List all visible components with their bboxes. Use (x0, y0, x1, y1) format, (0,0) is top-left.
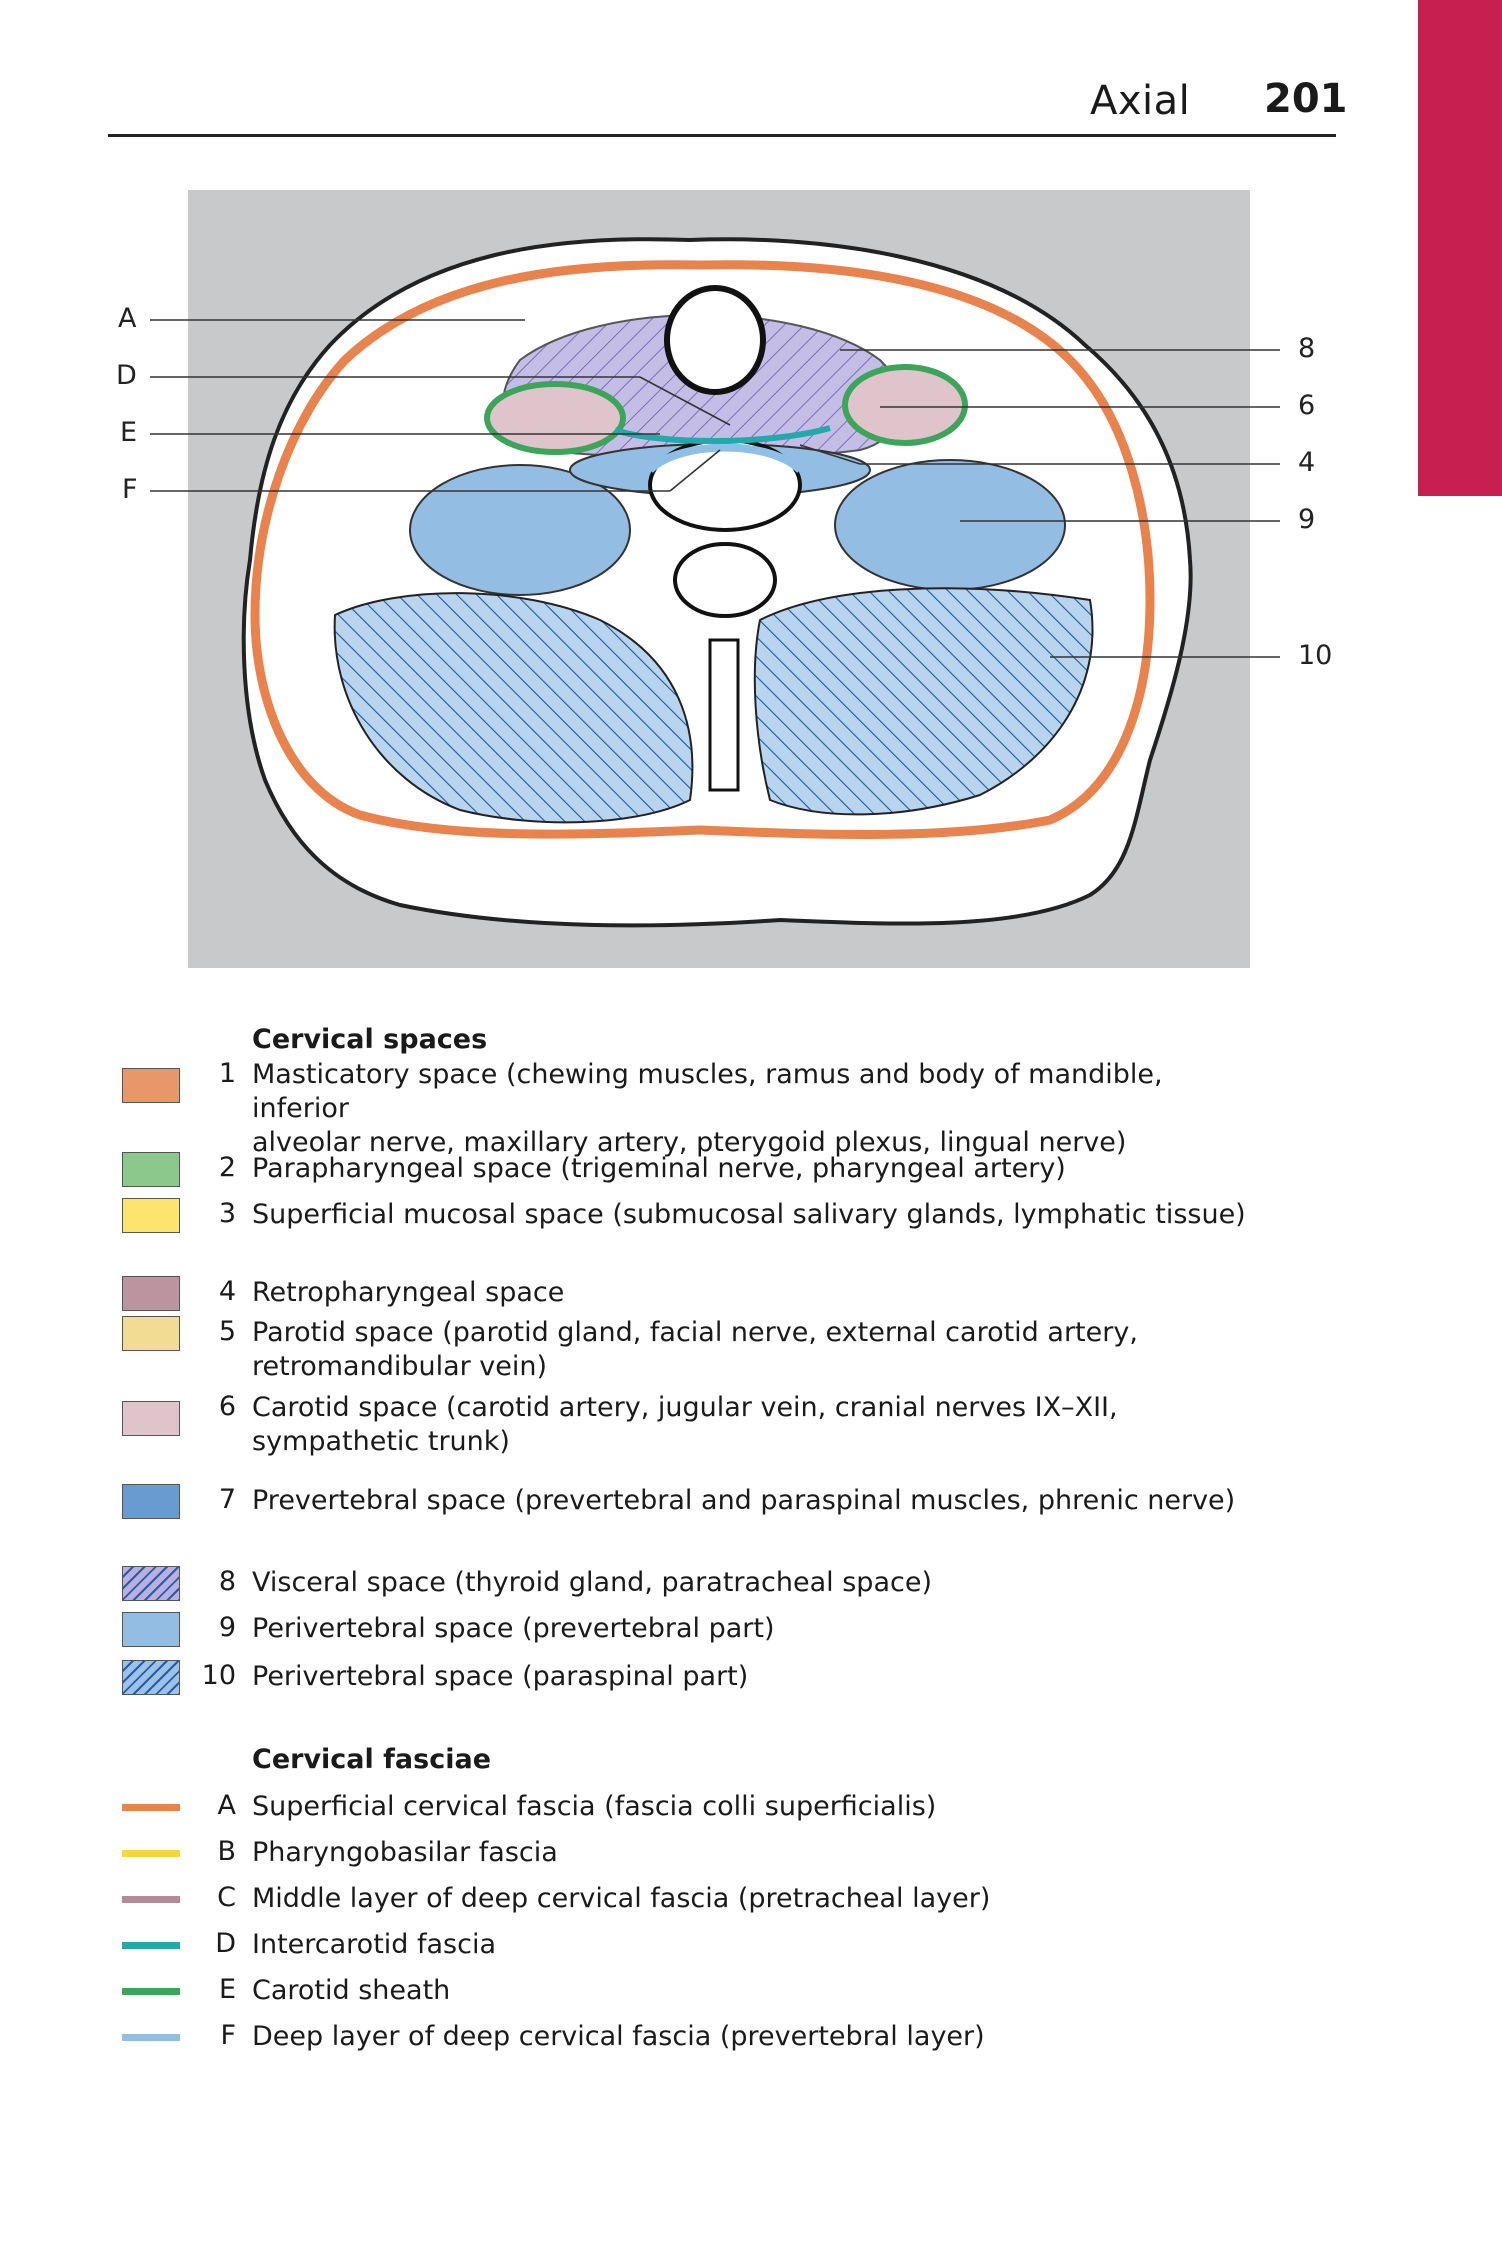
perivertebral-paraspinal-right (753, 587, 1094, 816)
figure-label-d: D (116, 360, 137, 391)
legend-fascia-row: A Superficial cervical fascia (fascia col… (122, 1790, 1242, 1830)
legend-text: Intercarotid fascia (252, 1929, 497, 1960)
trachea (664, 285, 766, 395)
legend-text: Visceral space (thyroid gland, paratrach… (252, 1567, 932, 1598)
legend-swatch (122, 1068, 180, 1103)
legend-number: 10 (201, 1660, 236, 1691)
legend-text: Parotid space (parotid gland, facial ner… (252, 1317, 1138, 1382)
legend-text: Pharyngobasilar fascia (252, 1837, 558, 1868)
legend-number: 9 (218, 1612, 236, 1643)
spaces-heading: Cervical spaces (252, 1024, 488, 1055)
legend-line-swatch (122, 1988, 180, 1995)
figure-label-e: E (120, 417, 138, 448)
legend-fascia-row: C Middle layer of deep cervical fascia (p… (122, 1882, 1242, 1922)
legend-text: Superficial mucosal space (submucosal sa… (252, 1199, 1246, 1230)
leader-lines (150, 319, 1280, 658)
legend-space-row: 5 Parotid space (parotid gland, facial ne… (122, 1316, 1242, 1396)
fascia-superficial-line (250, 260, 1155, 839)
legend-line-swatch (122, 1896, 180, 1903)
perivertebral-prevertebral-right (834, 459, 1066, 591)
legend-line-swatch (122, 1804, 180, 1811)
legend-swatch (122, 1484, 180, 1519)
legend-swatch (122, 1316, 180, 1351)
fasciae-heading: Cervical fasciae (252, 1744, 492, 1775)
legend-number: 8 (218, 1566, 236, 1597)
spinous-process (708, 638, 740, 792)
chapter-tab (1418, 0, 1502, 496)
axial-neck-cross-section (150, 190, 1280, 968)
figure-label-10: 10 (1298, 640, 1333, 671)
carotid-space-right (842, 364, 968, 446)
section-title: Axial (1090, 78, 1191, 124)
legend-letter: E (218, 1974, 236, 2005)
legend-letter: A (217, 1790, 236, 1821)
legend-text: Deep layer of deep cervical fascia (prev… (252, 2021, 985, 2052)
legend-space-row: 7 Prevertebral space (prevertebral and pa… (122, 1484, 1242, 1564)
figure-label-6: 6 (1298, 390, 1316, 421)
legend-number: 1 (218, 1058, 236, 1089)
legend-line-swatch (122, 2034, 180, 2041)
legend-fascia-row: F Deep layer of deep cervical fascia (pre… (122, 2020, 1242, 2060)
legend-number: 3 (218, 1198, 236, 1229)
legend-swatch (122, 1198, 180, 1233)
legend-letter: C (217, 1882, 236, 1913)
legend-text: Prevertebral space (prevertebral and par… (252, 1485, 1236, 1516)
legend-text: Masticatory space (chewing muscles, ramu… (252, 1059, 1163, 1158)
figure-label-f: F (122, 474, 138, 505)
perivertebral-paraspinal-left (333, 592, 694, 824)
legend-number: 4 (218, 1276, 236, 1307)
legend-swatch (122, 1152, 180, 1187)
figure-label-a: A (118, 303, 137, 334)
legend-line-swatch (122, 1850, 180, 1857)
legend-swatch (122, 1660, 180, 1695)
legend-number: 6 (218, 1391, 236, 1422)
legend-letter: B (217, 1836, 236, 1867)
legend-swatch (122, 1401, 180, 1436)
legend-text: Perivertebral space (prevertebral part) (252, 1613, 775, 1644)
legend-swatch (122, 1566, 180, 1601)
legend-swatch (122, 1612, 180, 1647)
legend-space-row: 3 Superficial mucosal space (submucosal s… (122, 1198, 1246, 1278)
legend-space-row: 9 Perivertebral space (prevertebral part) (122, 1612, 1242, 1692)
page-number: 201 (1264, 76, 1348, 122)
legend-number: 5 (218, 1316, 236, 1347)
legend-text: Middle layer of deep cervical fascia (pr… (252, 1883, 991, 1914)
figure-label-9: 9 (1298, 504, 1316, 535)
figure-label-8: 8 (1298, 333, 1316, 364)
spinal-canal (673, 542, 777, 618)
legend-space-row: 4 Retropharyngeal space (122, 1276, 1242, 1356)
legend-text: Perivertebral space (paraspinal part) (252, 1661, 749, 1692)
legend-number: 7 (218, 1484, 236, 1515)
fascia-prevertebral-line (647, 443, 803, 474)
legend-letter: F (220, 2020, 236, 2051)
legend-line-swatch (122, 1942, 180, 1949)
legend-swatch (122, 1276, 180, 1311)
legend-space-row: 8 Visceral space (thyroid gland, paratrac… (122, 1566, 1242, 1646)
legend-number: 2 (218, 1152, 236, 1183)
legend-space-row: 10 Perivertebral space (paraspinal part) (122, 1660, 1242, 1740)
legend-text: Carotid sheath (252, 1975, 451, 2006)
legend-space-row: 6 Carotid space (carotid artery, jugular … (122, 1391, 1242, 1471)
legend-fascia-row: E Carotid sheath (122, 1974, 1242, 2014)
legend-fascia-row: B Pharyngobasilar fascia (122, 1836, 1242, 1876)
perivertebral-prevertebral-left (409, 464, 631, 596)
carotid-space-left (484, 381, 626, 455)
figure-label-4: 4 (1298, 447, 1316, 478)
legend-text: Carotid space (carotid artery, jugular v… (252, 1392, 1118, 1457)
header-rule (108, 134, 1336, 137)
legend-space-row: 1 Masticatory space (chewing muscles, ram… (122, 1058, 1242, 1158)
legend-letter: D (215, 1928, 236, 1959)
legend-text: Superficial cervical fascia (fascia coll… (252, 1791, 937, 1822)
legend-text: Parapharyngeal space (trigeminal nerve, … (252, 1153, 1066, 1184)
legend-fascia-row: D Intercarotid fascia (122, 1928, 1242, 1968)
legend-text: Retropharyngeal space (252, 1277, 565, 1308)
legend-space-row: 2 Parapharyngeal space (trigeminal nerve,… (122, 1152, 1242, 1232)
